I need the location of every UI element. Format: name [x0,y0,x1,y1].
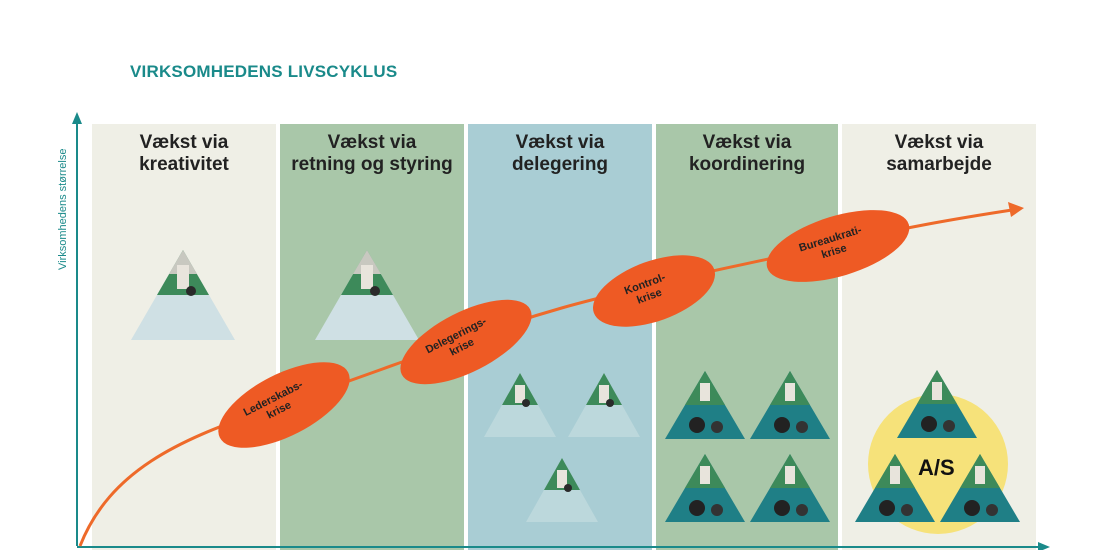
phase-title: Vækst via retning og styring [291,132,453,175]
as-label: A/S [918,455,955,480]
crisis-ellipse-lederskab [218,362,350,448]
y-axis-arrow [72,112,82,124]
pyramid-delegering-3 [526,458,598,522]
phase-title: Vækst via delegering [511,132,609,175]
crisis-ellipse-delegering [400,299,532,385]
pyramid-koordinering-2 [750,371,830,439]
diagram-title: VIRKSOMHEDENS LIVSCYKLUS [130,62,398,81]
pyramid-delegering-2 [568,373,640,437]
crisis-ellipse-bureaukrati [766,210,910,282]
pyramid-retning [315,250,419,340]
pyramid-koordinering-3 [665,454,745,522]
pyramid-koordinering-4 [750,454,830,522]
pyramid-delegering-1 [484,373,556,437]
phase-title: Vækst via koordinering [688,132,806,175]
pyramid-kreativitet [131,250,235,340]
x-axis-arrow [1038,542,1050,550]
pyramid-koordinering-1 [665,371,745,439]
growth-curve-arrow [1008,202,1024,217]
phase-retning-og-styring: Vækst via retning og styring [280,124,464,550]
phase-title: Vækst via samarbejde [886,132,992,175]
phase-koordinering: Vækst via koordinering [656,124,838,550]
phase-title: Vækst via kreativitet [139,132,229,175]
crisis-ellipse-kontrol [592,255,716,327]
